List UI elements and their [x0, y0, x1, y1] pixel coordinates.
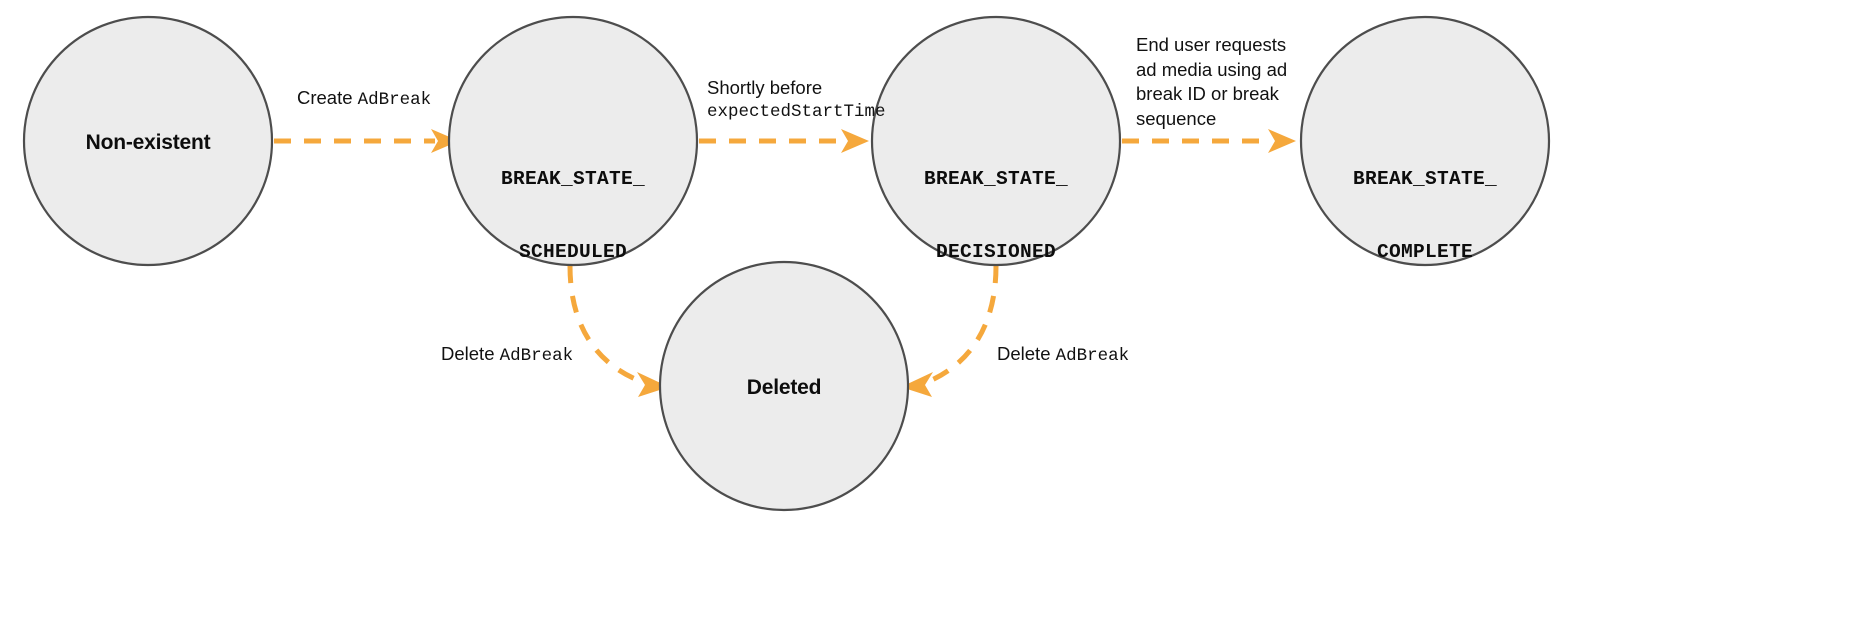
arrowhead-icon [431, 129, 459, 153]
edge-shortly-before-expected-start-time [699, 129, 869, 153]
node-break-state-complete[interactable] [1299, 15, 1551, 267]
arrowhead-icon [901, 372, 933, 397]
node-non-existent[interactable] [22, 15, 274, 267]
edge-delete-adbreak-scheduled [567, 265, 669, 397]
arrowhead-icon [841, 129, 869, 153]
node-break-state-decisioned[interactable] [870, 15, 1122, 267]
edge-create-adbreak [274, 129, 459, 153]
node-deleted[interactable] [658, 260, 910, 512]
edge-end-user-requests-ad-media [1122, 129, 1296, 153]
arrowhead-icon [1268, 129, 1296, 153]
node-break-state-scheduled[interactable] [447, 15, 699, 267]
arrowhead-icon [637, 372, 669, 397]
edge-delete-adbreak-decisioned [901, 265, 999, 397]
